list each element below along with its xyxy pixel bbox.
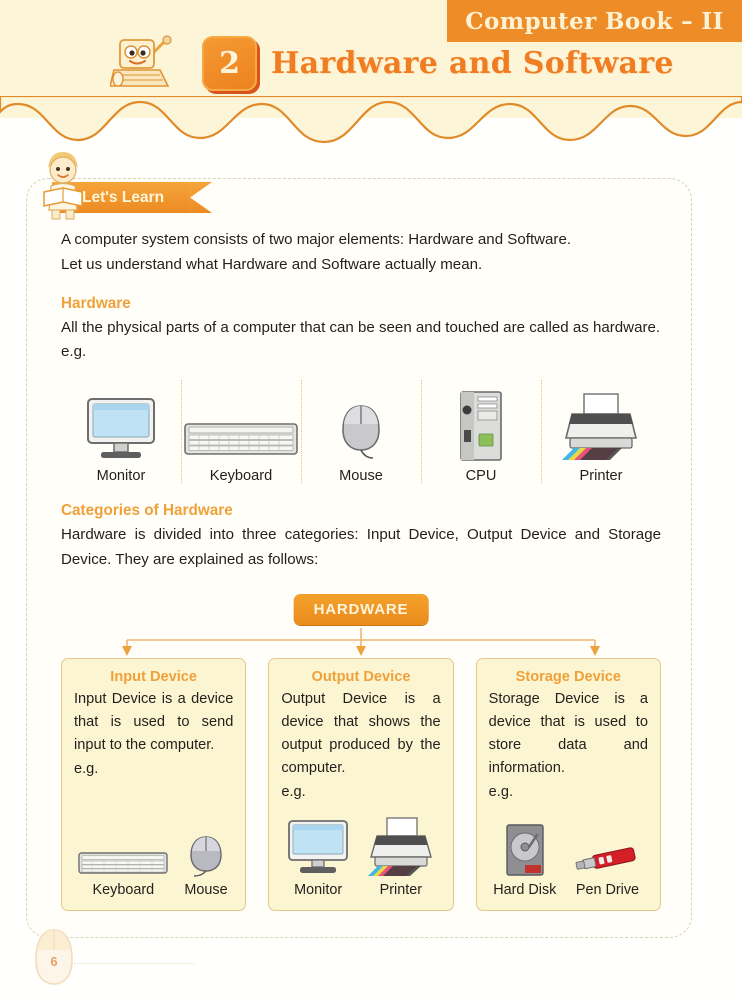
- category-item-label: Printer: [379, 882, 422, 898]
- category-item-label: Mouse: [184, 882, 228, 898]
- device-cell-keyboard: Keyboard: [181, 378, 301, 484]
- category-item: Printer: [365, 815, 437, 898]
- device-cell-cpu: CPU: [421, 378, 541, 484]
- device-cell-mouse: Mouse: [301, 378, 421, 484]
- category-eg-label: e.g.: [74, 761, 99, 777]
- hardware-eg-label: e.g.: [61, 343, 87, 360]
- category-item-label: Pen Drive: [575, 882, 640, 898]
- flowchart-root-label: HARDWARE: [313, 601, 409, 618]
- chapter-number-text: 2: [219, 45, 240, 81]
- pen-drive-icon: [571, 815, 643, 877]
- chapter-number-badge: 2: [202, 35, 257, 91]
- device-cell-monitor: Monitor: [61, 378, 181, 484]
- device-label: CPU: [465, 468, 497, 484]
- device-label: Printer: [579, 468, 623, 484]
- footer-dotted-rule: [74, 963, 194, 964]
- category-box-storage-device: Storage Device Storage Device is a devic…: [475, 658, 661, 911]
- category-description: Output Device is a device that shows the…: [281, 691, 441, 776]
- device-label: Mouse: [339, 468, 383, 484]
- mouse-icon: [182, 815, 230, 877]
- device-label: Keyboard: [209, 468, 273, 484]
- keyboard-icon: [183, 390, 299, 462]
- category-description: Input Device is a device that is used to…: [74, 691, 234, 753]
- hardware-device-strip: Monitor: [61, 378, 661, 484]
- device-cell-printer: Printer: [541, 378, 661, 484]
- intro-line-1: A computer system consists of two major …: [61, 231, 572, 248]
- ribbon-tail: [190, 182, 213, 213]
- hardware-heading: Hardware: [61, 295, 131, 312]
- printer-icon: [365, 815, 437, 877]
- category-box-output-device: Output Device Output Device is a device …: [268, 658, 454, 911]
- lets-learn-label: Let's Learn: [82, 188, 165, 206]
- hardware-description: All the physical parts of a computer tha…: [61, 319, 661, 336]
- category-title: Output Device: [311, 669, 411, 685]
- category-item-label: Monitor: [294, 882, 343, 898]
- category-item: Pen Drive: [571, 815, 643, 898]
- category-title: Storage Device: [515, 669, 622, 685]
- category-item-label: Hard Disk: [493, 882, 557, 898]
- category-items: Hard Disk: [489, 815, 648, 898]
- monitor-icon: [285, 815, 351, 877]
- category-item: Hard Disk: [493, 815, 556, 898]
- hardware-flowchart: HARDWARE: [61, 594, 661, 656]
- category-title: Input Device: [110, 669, 198, 685]
- hard-disk-icon: [503, 815, 547, 877]
- categories-heading: Categories of Hardware: [61, 502, 233, 519]
- mouse-icon: [329, 390, 393, 462]
- intro-line-2: Let us understand what Hardware and Soft…: [61, 256, 483, 273]
- category-item: Keyboard: [77, 815, 169, 898]
- category-eg-label: e.g.: [281, 784, 306, 800]
- category-description: Storage Device is a device that is used …: [488, 691, 648, 776]
- reading-kid-mascot-icon: [38, 148, 88, 220]
- category-boxes-row: Input Device Input Device is a device th…: [61, 658, 661, 911]
- computer-mascot-icon: [108, 32, 188, 94]
- categories-description: Hardware is divided into three categorie…: [61, 526, 661, 568]
- printer-icon: [558, 390, 644, 462]
- category-eg-label: e.g.: [488, 784, 513, 800]
- category-items: Monitor: [281, 815, 440, 898]
- device-label: Monitor: [96, 468, 146, 484]
- page-number-text: 6: [50, 954, 58, 969]
- category-item: Mouse: [182, 815, 230, 898]
- chapter-heading: 2 Hardware and Software: [108, 32, 674, 94]
- category-item-label: Keyboard: [92, 882, 155, 898]
- book-title-text: Computer Book – II: [465, 7, 724, 35]
- flowchart-root-node: HARDWARE: [293, 594, 429, 625]
- content-panel: A computer system consists of two major …: [26, 178, 692, 938]
- category-item: Monitor: [285, 815, 351, 898]
- page-number-badge: 6: [28, 926, 80, 988]
- keyboard-icon: [77, 815, 169, 877]
- category-box-input-device: Input Device Input Device is a device th…: [61, 658, 247, 911]
- cpu-icon: [451, 390, 511, 462]
- monitor-icon: [83, 390, 159, 462]
- book-title-banner: Computer Book – II: [447, 0, 742, 42]
- chapter-title-text: Hardware and Software: [271, 45, 674, 81]
- category-items: Keyboard Mouse: [74, 815, 233, 898]
